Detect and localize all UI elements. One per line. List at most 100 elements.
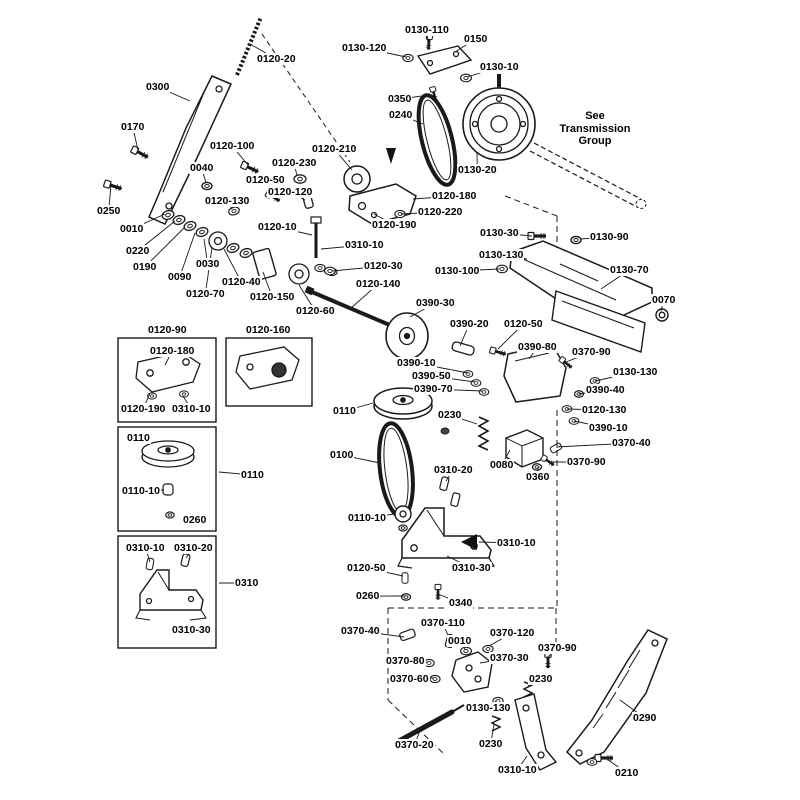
reference-arrow-down-icon [386, 148, 396, 164]
handle-bracket-part [148, 75, 233, 225]
part-label-0130-130: 0130-130 [465, 702, 512, 715]
center-pulley-assembly [373, 387, 496, 602]
part-label-0390-30: 0390-30 [415, 297, 456, 310]
part-label-0370-20: 0370-20 [394, 739, 435, 752]
long-shaft-part [311, 290, 393, 328]
part-label-0010: 0010 [447, 635, 473, 648]
part-label-0120-180: 0120-180 [149, 345, 196, 358]
part-label-0120-130: 0120-130 [581, 404, 628, 417]
rear-arm-part [565, 629, 668, 765]
cap-nut-part [655, 308, 669, 322]
part-label-0230: 0230 [528, 673, 554, 686]
part-label-0120-40: 0120-40 [221, 276, 262, 289]
part-label-0390-10: 0390-10 [396, 357, 437, 370]
rod-part [396, 709, 455, 744]
part-label-0310-20: 0310-20 [173, 542, 214, 555]
part-label-0130-10: 0130-10 [479, 61, 520, 74]
part-label-0120-140: 0120-140 [355, 278, 402, 291]
idler-bracket-part [451, 651, 493, 693]
part-label-0390-10: 0390-10 [588, 422, 629, 435]
part-label-0390-50: 0390-50 [411, 370, 452, 383]
part-label-0170: 0170 [120, 121, 146, 134]
part-label-0390-20: 0390-20 [449, 318, 490, 331]
part-label-0120-180: 0120-180 [431, 190, 478, 203]
part-label-0010: 0010 [119, 223, 145, 236]
part-label-0120-70: 0120-70 [185, 288, 226, 301]
part-label-0240: 0240 [388, 109, 414, 122]
part-label-0130-130: 0130-130 [612, 366, 659, 379]
part-label-0310-10: 0310-10 [125, 542, 166, 555]
part-label-0250: 0250 [96, 205, 122, 218]
part-label-0070: 0070 [651, 294, 677, 307]
part-label-0120-210: 0120-210 [311, 143, 358, 156]
part-label-0310: 0310 [234, 577, 260, 590]
part-label-0310-30: 0310-30 [171, 624, 212, 637]
part-label-0130-100: 0130-100 [434, 265, 481, 278]
part-label-0120-160: 0120-160 [245, 324, 292, 337]
spindle-shaft-assembly [304, 266, 509, 396]
part-label-0310-10: 0310-10 [171, 403, 212, 416]
part-label-0110-10: 0110-10 [347, 512, 387, 525]
part-label-0310-20: 0310-20 [433, 464, 474, 477]
part-label-0120-190: 0120-190 [371, 219, 418, 232]
part-label-0220: 0220 [125, 245, 151, 258]
part-label-0310-10: 0310-10 [497, 764, 538, 777]
part-label-0120-230: 0120-230 [271, 157, 318, 170]
transmission-shaft-dashed [533, 142, 642, 200]
part-label-0310-30: 0310-30 [451, 562, 492, 575]
detail-box-0120-160 [225, 337, 313, 407]
part-label-0370-80: 0370-80 [385, 655, 426, 668]
part-label-0370-90: 0370-90 [566, 456, 607, 469]
part-label-0390-40: 0390-40 [585, 384, 626, 397]
part-label-0100: 0100 [329, 449, 355, 462]
part-label-0110: 0110 [332, 405, 357, 418]
detail-box-0110 [117, 426, 217, 532]
part-label-0370-40: 0370-40 [340, 625, 381, 638]
part-label-0090: 0090 [167, 271, 193, 284]
idler-pulley-part [343, 165, 371, 193]
part-label-0120-220: 0120-220 [417, 206, 464, 219]
part-label-0350: 0350 [387, 93, 413, 106]
part-label-0130-90: 0130-90 [589, 231, 630, 244]
part-label-0150: 0150 [463, 33, 489, 46]
part-label-0110: 0110 [126, 432, 151, 445]
part-label-0130-70: 0130-70 [609, 264, 650, 277]
upper-handle-assembly [101, 16, 351, 285]
part-label-0370-40: 0370-40 [611, 437, 652, 450]
part-label-0120-50: 0120-50 [503, 318, 544, 331]
part-label-0030: 0030 [195, 258, 221, 271]
detail-box-0310 [117, 535, 217, 649]
part-label-0130-120: 0130-120 [341, 42, 388, 55]
leader-line [144, 226, 186, 268]
engine-deck-assembly [343, 32, 647, 308]
part-label-0120-60: 0120-60 [295, 305, 336, 318]
part-label-0370-30: 0370-30 [489, 652, 530, 665]
part-label-0130-20: 0130-20 [457, 164, 498, 177]
part-label-0300: 0300 [145, 81, 171, 94]
part-label-0390-70: 0390-70 [413, 383, 454, 396]
part-label-0370-90: 0370-90 [571, 346, 612, 359]
part-label-0390-80: 0390-80 [517, 341, 558, 354]
part-label-0120-50: 0120-50 [245, 174, 286, 187]
part-label-0260: 0260 [182, 514, 208, 527]
part-label-0110: 0110 [240, 469, 265, 482]
part-label-0120-50: 0120-50 [346, 562, 387, 575]
right-bracket-assembly [440, 230, 669, 606]
part-label-0210: 0210 [614, 767, 640, 780]
spring-part [477, 416, 490, 451]
leader-line [204, 247, 213, 295]
part-label-0120-100: 0120-100 [209, 140, 256, 153]
part-label-0370-60: 0370-60 [389, 673, 430, 686]
part-label-0110-10: 0110-10 [121, 485, 161, 498]
part-label-see: See Transmission Group [559, 110, 631, 148]
part-label-0230: 0230 [478, 738, 504, 751]
part-label-0120-150: 0120-150 [249, 291, 296, 304]
spring-rod-part [235, 16, 263, 76]
part-label-0120-90: 0120-90 [147, 324, 188, 337]
part-label-0340: 0340 [448, 597, 474, 610]
rear-arm-assembly [490, 629, 668, 771]
part-label-0120-190: 0120-190 [120, 403, 167, 416]
spring-part [490, 715, 502, 732]
